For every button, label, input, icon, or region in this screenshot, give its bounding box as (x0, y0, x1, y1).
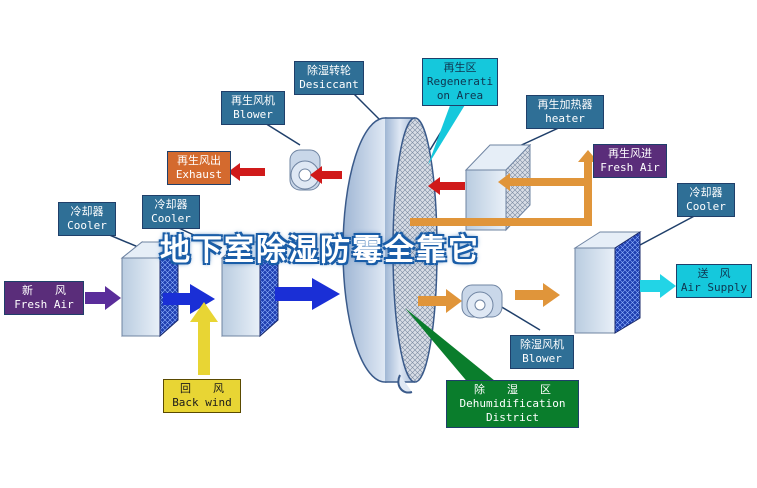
label-back-wind-cn: 回 风 (180, 382, 224, 395)
label-regen-blower-cn: 再生风机 (231, 94, 275, 107)
label-regeneration-area: 再生区 Regenerati on Area (422, 58, 498, 106)
label-desiccant-cn: 除湿转轮 (307, 64, 351, 77)
red-arrows (228, 163, 465, 195)
label-dehum-blower-en: Blower (522, 352, 562, 365)
regen-heater-box (464, 143, 532, 232)
label-air-supply: 送 风 Air Supply (676, 264, 752, 298)
label-regeneration-en1: Regenerati (426, 75, 494, 88)
label-cooler-right: 冷却器 Cooler (677, 183, 735, 217)
label-back-wind: 回 风 Back wind (163, 379, 241, 413)
label-dehum-district: 除 湿 区 Dehumidification District (446, 380, 579, 428)
label-cooler-right-en: Cooler (686, 200, 726, 213)
label-regen-fresh-cn: 再生风进 (608, 147, 652, 160)
regen-area-pointer (428, 100, 468, 165)
label-cooler-left-en: Cooler (67, 219, 107, 232)
label-regeneration-en2: on Area (436, 89, 484, 102)
label-regeneration-cn: 再生区 (443, 61, 477, 74)
label-regen-blower-en: Blower (233, 108, 273, 121)
air-supply-arrow (640, 274, 676, 298)
label-regen-heater-en: heater (545, 112, 585, 125)
label-cooler-left: 冷却器 Cooler (58, 202, 116, 236)
label-air-supply-cn: 送 风 (697, 267, 731, 280)
label-dehum-blower: 除湿风机 Blower (510, 335, 574, 369)
label-cooler-mid-en: Cooler (151, 212, 191, 225)
dehum-district-pointer (405, 308, 500, 385)
dehum-blower (461, 284, 503, 319)
label-regen-exhaust: 再生风出 Exhaust (167, 151, 231, 185)
label-desiccant: 除湿转轮 Desiccant (294, 61, 364, 95)
label-air-supply-en: Air Supply (680, 281, 748, 294)
blue-arrow-1 (163, 284, 215, 314)
desiccant-wheel (342, 117, 438, 394)
label-cooler-left-cn: 冷却器 (70, 205, 104, 218)
cooler-box-left (120, 240, 180, 338)
label-regen-fresh-air: 再生风进 Fresh Air (593, 144, 667, 178)
label-regen-heater-cn: 再生加热器 (537, 98, 593, 111)
label-fresh-air-en: Fresh Air (14, 298, 74, 311)
label-fresh-air: 新 风 Fresh Air (4, 281, 84, 315)
label-cooler-right-cn: 冷却器 (689, 186, 723, 199)
label-regen-fresh-en: Fresh Air (600, 161, 660, 174)
label-cooler-mid-cn: 冷却器 (154, 198, 188, 211)
label-regen-exhaust-en: Exhaust (175, 168, 223, 181)
regen-blower (289, 149, 321, 191)
label-regen-blower: 再生风机 Blower (221, 91, 285, 125)
label-dehum-district-en1: Dehumidification (459, 397, 566, 410)
label-fresh-air-cn: 新 风 (22, 284, 66, 297)
label-dehum-district-cn: 除 湿 区 (474, 383, 551, 396)
label-dehum-district-en2: District (486, 411, 539, 424)
label-cooler-mid: 冷却器 Cooler (142, 195, 200, 229)
label-back-wind-en: Back wind (172, 396, 232, 409)
cooler-box-right (573, 231, 642, 334)
cooler-box-mid (220, 240, 280, 338)
fresh-air-arrow (85, 286, 121, 310)
label-regen-heater: 再生加热器 heater (526, 95, 604, 129)
overlay-title: 地下室除湿防霉全靠它 (160, 233, 480, 268)
label-regen-exhaust-cn: 再生风出 (177, 154, 221, 167)
label-dehum-blower-cn: 除湿风机 (520, 338, 564, 351)
back-wind-arrow (190, 302, 218, 375)
label-desiccant-en: Desiccant (299, 78, 359, 91)
dehum-air-arrows (418, 283, 560, 313)
blue-arrow-2 (275, 278, 340, 310)
